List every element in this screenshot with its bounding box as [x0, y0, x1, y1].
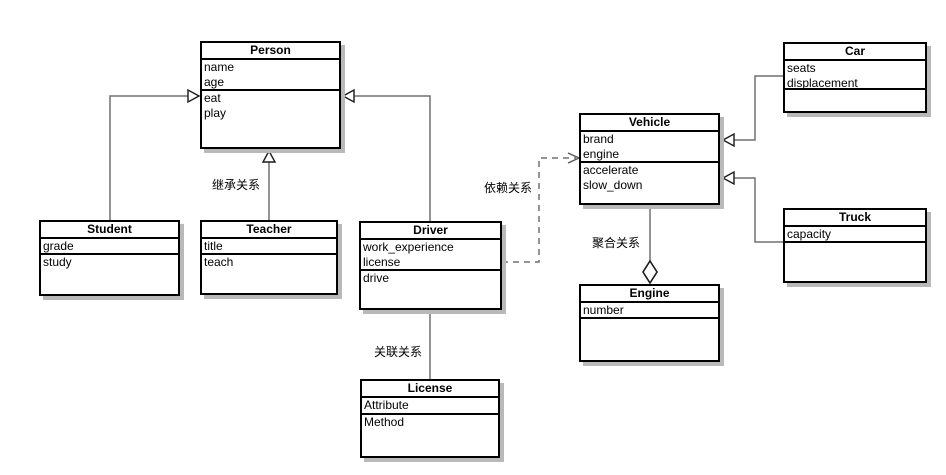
- attribute-row: number: [583, 303, 624, 317]
- attributes-section: name age: [202, 60, 339, 91]
- class-title-car: Car: [785, 44, 925, 61]
- class-title-person: Person: [202, 43, 339, 60]
- method-row: eat: [204, 91, 221, 105]
- connector-truck-to-vehicle-inheritance[interactable]: [721, 170, 783, 243]
- attribute-row: engine: [583, 147, 620, 161]
- method-row: play: [204, 106, 227, 120]
- attribute-row: work_experience: [363, 240, 454, 254]
- method-row: Method: [364, 415, 405, 429]
- class-box-car[interactable]: Car seats displacement: [783, 42, 927, 113]
- attribute-row: capacity: [787, 227, 832, 241]
- attribute-row: seats: [787, 61, 816, 75]
- class-title-license: License: [362, 381, 498, 398]
- attribute-row: Attribute: [364, 398, 409, 412]
- attribute-row: brand: [583, 132, 614, 146]
- methods-section: [785, 90, 925, 111]
- attribute-row: displacement: [787, 76, 858, 90]
- class-title-teacher: Teacher: [202, 222, 336, 239]
- attributes-section: work_experience license: [361, 240, 500, 271]
- label-inheritance-relation: 继承关系: [212, 178, 261, 192]
- methods-section: study: [41, 255, 178, 294]
- class-title-driver: Driver: [361, 223, 500, 240]
- class-box-license[interactable]: License Attribute Method: [360, 379, 500, 458]
- method-row: accelerate: [583, 163, 639, 177]
- class-box-driver[interactable]: Driver work_experience license drive: [359, 221, 502, 310]
- methods-section: eat play: [202, 91, 339, 147]
- class-title-student: Student: [41, 222, 178, 239]
- attribute-row: license: [363, 255, 401, 269]
- connector-student-to-person-inheritance[interactable]: [109, 88, 201, 220]
- attribute-row: title: [204, 239, 223, 253]
- class-box-engine[interactable]: Engine number: [579, 284, 720, 362]
- attribute-row: age: [204, 75, 225, 89]
- label-dependency-relation: 依赖关系: [484, 181, 533, 195]
- attributes-section: title: [202, 239, 336, 255]
- label-aggregation-relation: 聚合关系: [592, 236, 641, 250]
- class-title-vehicle: Vehicle: [581, 115, 718, 132]
- attributes-section: number: [581, 303, 718, 319]
- connector-teacher-to-person-inheritance[interactable]: [261, 149, 277, 220]
- class-box-person[interactable]: Person name age eat play: [200, 41, 341, 149]
- methods-section: accelerate slow_down: [581, 163, 718, 203]
- class-box-truck[interactable]: Truck capacity: [783, 208, 927, 283]
- connector-car-to-vehicle-inheritance[interactable]: [721, 75, 783, 148]
- class-box-student[interactable]: Student grade study: [39, 220, 180, 296]
- connector-driver-to-person-inheritance[interactable]: [341, 88, 431, 221]
- attributes-section: Attribute: [362, 398, 498, 415]
- methods-section: [581, 319, 718, 360]
- method-row: slow_down: [583, 178, 643, 192]
- method-row: teach: [204, 255, 234, 269]
- attributes-section: capacity: [785, 227, 925, 243]
- class-title-truck: Truck: [785, 210, 925, 227]
- class-box-teacher[interactable]: Teacher title teach: [200, 220, 338, 295]
- attribute-row: grade: [43, 239, 74, 253]
- attribute-row: name: [204, 60, 235, 74]
- methods-section: [785, 243, 925, 281]
- method-row: study: [43, 255, 72, 269]
- connector-vehicle-to-engine-aggregation[interactable]: [642, 205, 658, 285]
- label-association-relation: 关联关系: [374, 345, 423, 359]
- attributes-section: seats displacement: [785, 61, 925, 90]
- class-box-vehicle[interactable]: Vehicle brand engine accelerate slow_dow…: [579, 113, 720, 205]
- class-title-engine: Engine: [581, 286, 718, 303]
- connector-driver-to-vehicle-dependency[interactable]: [502, 152, 581, 263]
- methods-section: drive: [361, 271, 500, 308]
- methods-section: Method: [362, 415, 498, 456]
- methods-section: teach: [202, 255, 336, 293]
- method-row: drive: [363, 271, 390, 285]
- attributes-section: brand engine: [581, 132, 718, 163]
- attributes-section: grade: [41, 239, 178, 255]
